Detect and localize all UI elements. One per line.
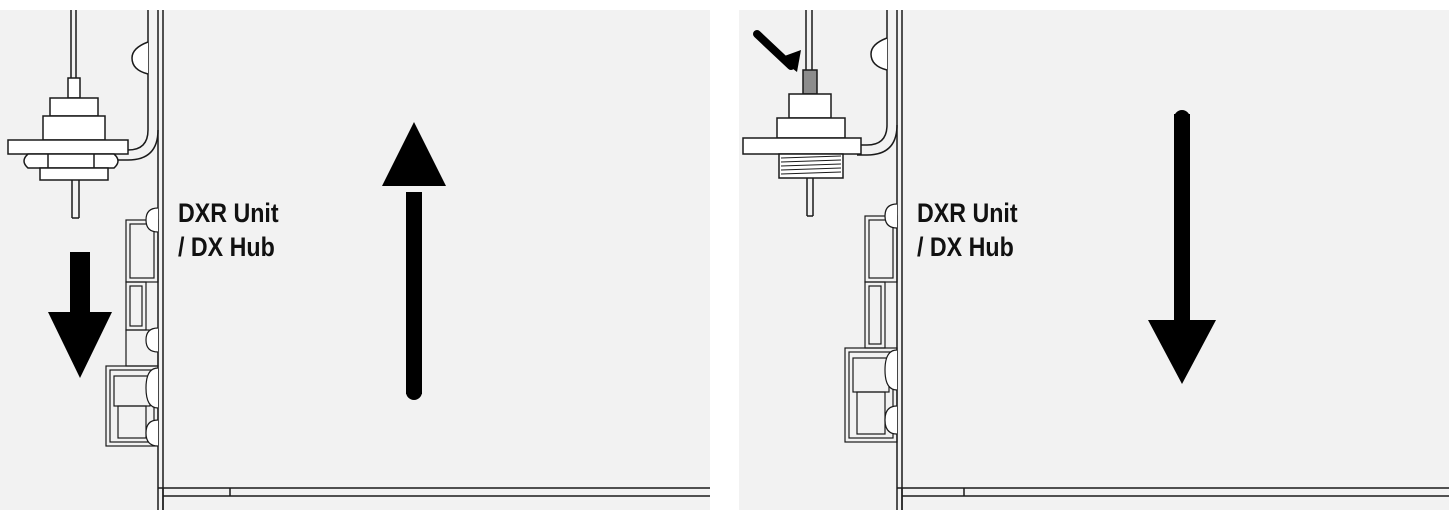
device-label: DXR Unit / DX Hub [178, 196, 279, 264]
enclosure-top-bump [131, 41, 149, 75]
device-label-line-1: DXR Unit [917, 198, 1018, 228]
panel-left-drawing [7, 10, 710, 510]
mounting-brackets [105, 207, 159, 447]
enclosure-wall [857, 10, 903, 510]
probe-down-arrow [48, 252, 112, 378]
enclosure-top-bump [870, 37, 888, 71]
pointer-arrow [753, 30, 801, 72]
highlight-block [802, 69, 818, 95]
mounting-brackets [844, 203, 898, 443]
enclosure-down-arrow [1148, 110, 1216, 384]
enclosure-up-arrow [382, 122, 446, 400]
device-label-line-1: DXR Unit [178, 198, 279, 228]
diagram-panel-left: DXR Unit / DX Hub [0, 10, 710, 510]
device-label-line-2: / DX Hub [917, 232, 1014, 262]
enclosure-bottom-edge [897, 487, 1449, 510]
probe-assembly [742, 10, 862, 217]
device-label-line-2: / DX Hub [178, 232, 275, 262]
enclosure-bottom-edge [158, 487, 710, 510]
probe-assembly [7, 10, 129, 219]
diagram-panel-right: DXR Unit / DX Hub [739, 10, 1449, 510]
device-label: DXR Unit / DX Hub [917, 196, 1018, 264]
panel-right-drawing [742, 10, 1449, 510]
